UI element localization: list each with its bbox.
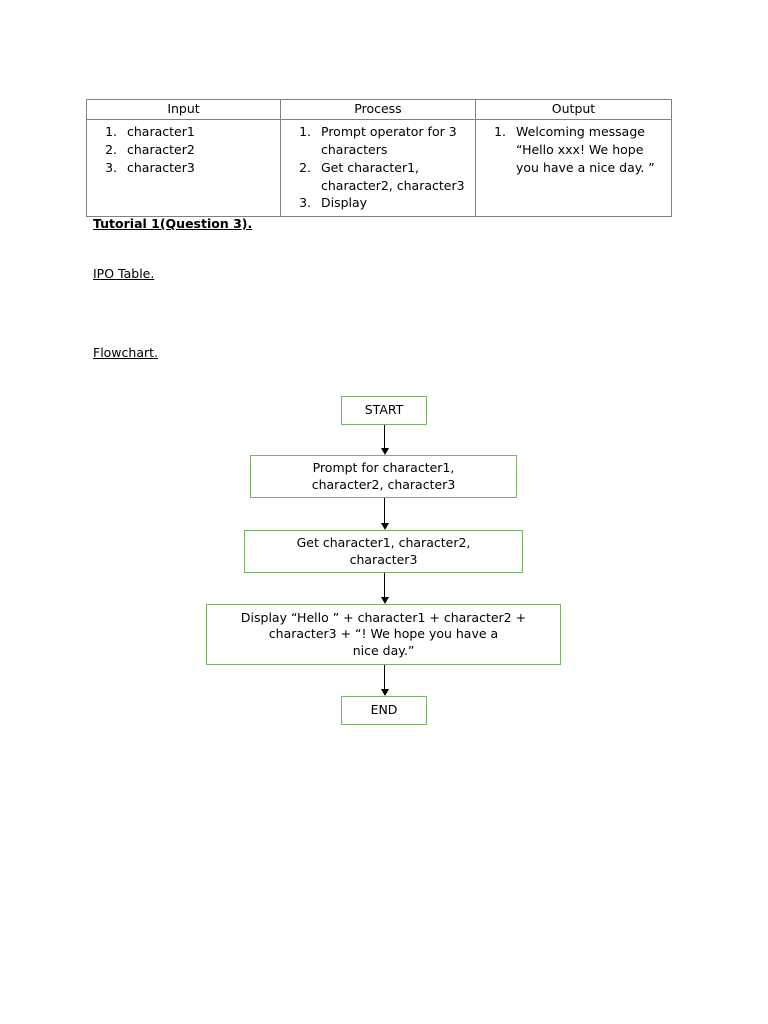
flowchart-node-start: START bbox=[341, 396, 427, 425]
output-list: Welcoming message “Hello xxx! We hope yo… bbox=[476, 123, 671, 176]
list-item: character1 bbox=[121, 123, 274, 141]
ipo-table-container: Input Process Output character1 characte… bbox=[86, 98, 672, 218]
flowchart-node-prompt: Prompt for character1, character2, chara… bbox=[250, 455, 517, 498]
heading-ipo-table: IPO Table. bbox=[93, 266, 155, 281]
table-body-row: character1 character2 character3 Prompt … bbox=[86, 119, 672, 218]
flowchart-node-get: Get character1, character2, character3 bbox=[244, 530, 523, 573]
cell-input: character1 character2 character3 bbox=[86, 119, 281, 218]
flowchart-node-end: END bbox=[341, 696, 427, 725]
arrow-shaft bbox=[384, 665, 385, 689]
node-label: Prompt for character1, character2, chara… bbox=[311, 460, 456, 492]
heading-flowchart: Flowchart. bbox=[93, 345, 159, 360]
heading-tutorial: Tutorial 1(Question 3). bbox=[93, 216, 253, 231]
node-label: Get character1, character2, character3 bbox=[296, 535, 471, 567]
column-header-input: Input bbox=[86, 98, 281, 121]
arrow-head-icon bbox=[380, 597, 389, 604]
process-list: Prompt operator for 3 characters Get cha… bbox=[281, 123, 475, 212]
input-list: character1 character2 character3 bbox=[87, 123, 280, 176]
list-item: Display bbox=[315, 194, 469, 212]
arrow-head-icon bbox=[380, 523, 389, 530]
list-item: Prompt operator for 3 characters bbox=[315, 123, 469, 159]
arrow-head-icon bbox=[380, 448, 389, 455]
node-label: END bbox=[370, 702, 398, 718]
node-label: Display “Hello ” + character1 + characte… bbox=[240, 610, 527, 658]
arrow-shaft bbox=[384, 573, 385, 597]
column-header-output: Output bbox=[475, 98, 672, 121]
ipo-table: Input Process Output character1 characte… bbox=[86, 98, 672, 218]
cell-output: Welcoming message “Hello xxx! We hope yo… bbox=[475, 119, 672, 218]
list-item: character2 bbox=[121, 141, 274, 159]
arrow-shaft bbox=[384, 425, 385, 448]
list-item: Welcoming message “Hello xxx! We hope yo… bbox=[510, 123, 665, 176]
node-label: START bbox=[364, 402, 404, 418]
cell-process: Prompt operator for 3 characters Get cha… bbox=[280, 119, 476, 218]
table-header-row: Input Process Output bbox=[86, 98, 672, 121]
arrow-head-icon bbox=[380, 689, 389, 696]
flowchart-node-display: Display “Hello ” + character1 + characte… bbox=[206, 604, 561, 665]
list-item: character3 bbox=[121, 159, 274, 177]
arrow-shaft bbox=[384, 498, 385, 523]
list-item: Get character1, character2, character3 bbox=[315, 159, 469, 195]
